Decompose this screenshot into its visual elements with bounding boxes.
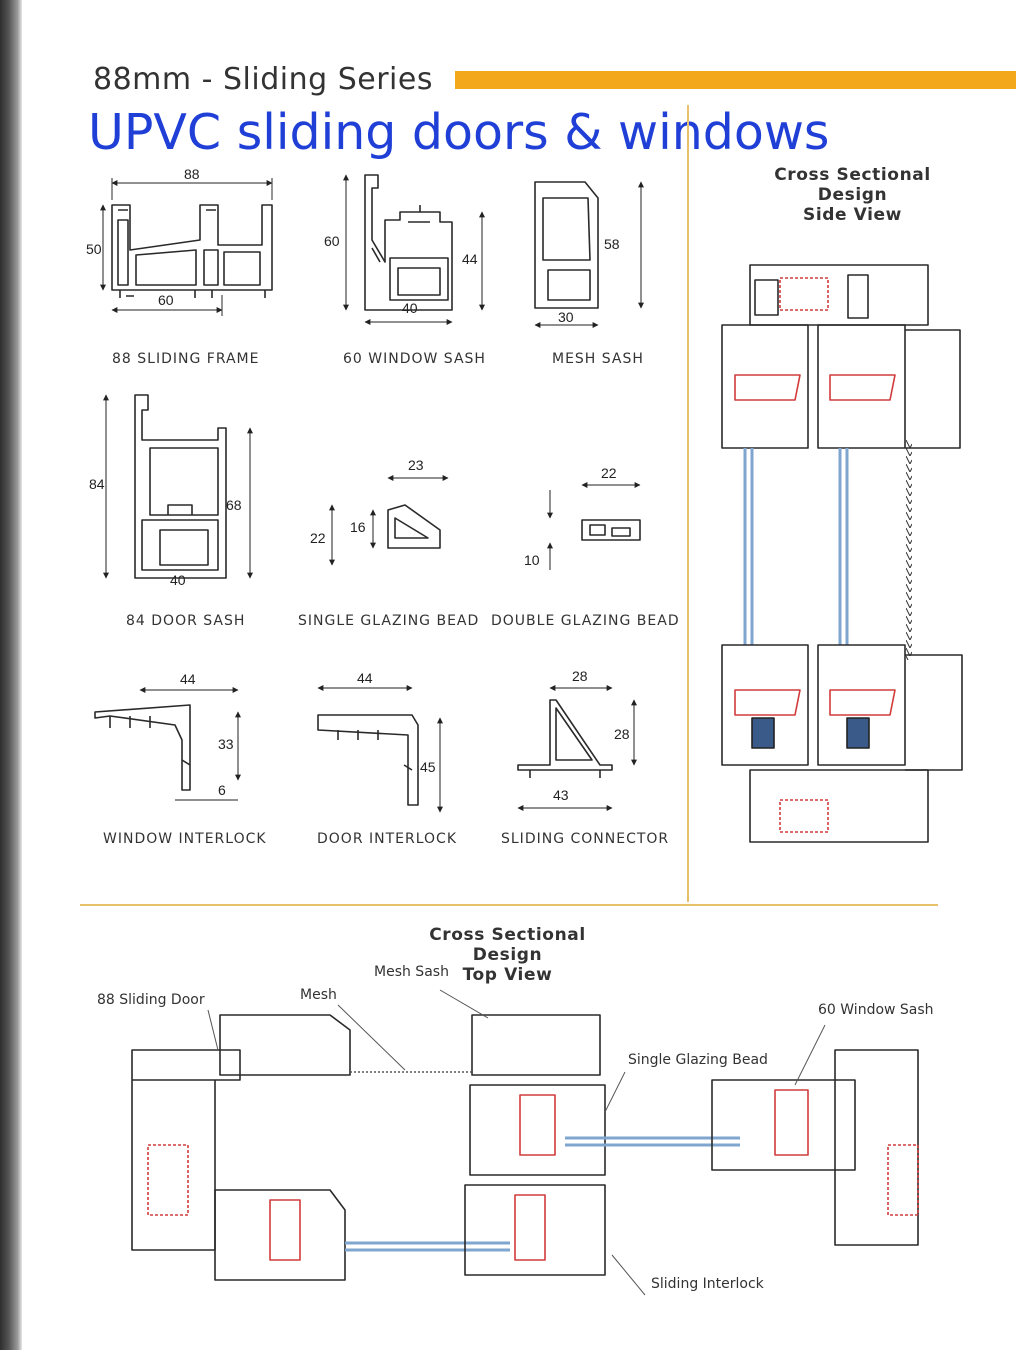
top-view-title: Cross Sectional Design Top View [395, 925, 620, 985]
label-60-window-sash: 60 WINDOW SASH [343, 351, 486, 367]
top-view-title-line2: Top View [462, 965, 553, 985]
dim-60-height: 60 [324, 233, 340, 249]
annotation-sliding-interlock: Sliding Interlock [651, 1276, 764, 1292]
dim-84-height: 84 [89, 476, 105, 492]
dimension-labels: 88 50 60 60 44 40 58 30 84 68 40 23 16 2… [86, 166, 630, 803]
dim-mesh-height: 58 [604, 236, 620, 252]
top-view-title-line1: Cross Sectional Design [429, 925, 586, 965]
dim-84-inner: 68 [226, 497, 242, 513]
profile-mesh-sash [534, 181, 644, 328]
series-title: 88mm - Sliding Series [93, 62, 433, 97]
profile-84-door-sash [103, 394, 253, 579]
label-sliding-connector: SLIDING CONNECTOR [501, 831, 670, 847]
dim-di-width: 44 [357, 670, 373, 686]
dim-sgb-height: 22 [310, 530, 326, 546]
side-view-title-line1: Cross Sectional Design [774, 165, 931, 205]
dim-dgb-height: 10 [524, 552, 540, 568]
dim-88-height: 50 [86, 241, 102, 257]
accent-bar [455, 71, 1016, 89]
dim-60-inner-height: 44 [462, 251, 478, 267]
dim-84-width: 40 [170, 572, 186, 588]
annotation-mesh: Mesh [300, 987, 337, 1003]
side-view-assembly [721, 264, 963, 843]
annotation-60-window-sash: 60 Window Sash [818, 1002, 934, 1018]
dim-88-width: 88 [184, 166, 200, 182]
label-door-interlock: DOOR INTERLOCK [317, 831, 457, 847]
dim-wi-height: 33 [218, 736, 234, 752]
annotation-leaders [207, 989, 826, 1296]
side-view-title-line2: Side View [802, 205, 902, 225]
dim-sgb-width: 23 [408, 457, 424, 473]
label-double-glazing-bead: DOUBLE GLAZING BEAD [491, 613, 680, 629]
dim-sc-base: 43 [553, 787, 569, 803]
dim-mesh-width: 30 [558, 309, 574, 325]
profile-60-window-sash [343, 174, 485, 325]
label-single-glazing-bead: SINGLE GLAZING BEAD [298, 613, 480, 629]
dim-sgb-inner: 16 [350, 519, 366, 535]
profile-sliding-connector [517, 685, 637, 811]
annotation-88-sliding-door: 88 Sliding Door [97, 992, 205, 1008]
side-view-title: Cross Sectional Design Side View [740, 165, 965, 225]
dim-dgb-width: 22 [601, 465, 617, 481]
dim-wi-offset: 6 [218, 782, 226, 798]
top-view-assembly [131, 1014, 919, 1281]
annotation-single-glazing-bead: Single Glazing Bead [628, 1052, 768, 1068]
annotation-mesh-sash: Mesh Sash [374, 964, 449, 980]
profile-door-interlock [317, 685, 443, 813]
dim-sc-width: 28 [572, 668, 588, 684]
page-title: UPVC sliding doors & windows [88, 104, 830, 161]
profile-window-interlock [94, 687, 241, 801]
dim-88-inner: 60 [158, 292, 174, 308]
label-mesh-sash: MESH SASH [552, 351, 644, 367]
dim-sc-height: 28 [614, 726, 630, 742]
dim-60-width: 40 [402, 300, 418, 316]
profile-88-sliding-frame [100, 178, 273, 316]
label-88-sliding-frame: 88 SLIDING FRAME [112, 351, 260, 367]
dim-di-height: 45 [420, 759, 436, 775]
page-edge-shadow [0, 0, 22, 1350]
profile-double-glazing-bead [547, 482, 641, 570]
dim-wi-width: 44 [180, 671, 196, 687]
label-window-interlock: WINDOW INTERLOCK [103, 831, 267, 847]
label-84-door-sash: 84 DOOR SASH [126, 613, 246, 629]
profile-single-glazing-bead [329, 475, 449, 566]
